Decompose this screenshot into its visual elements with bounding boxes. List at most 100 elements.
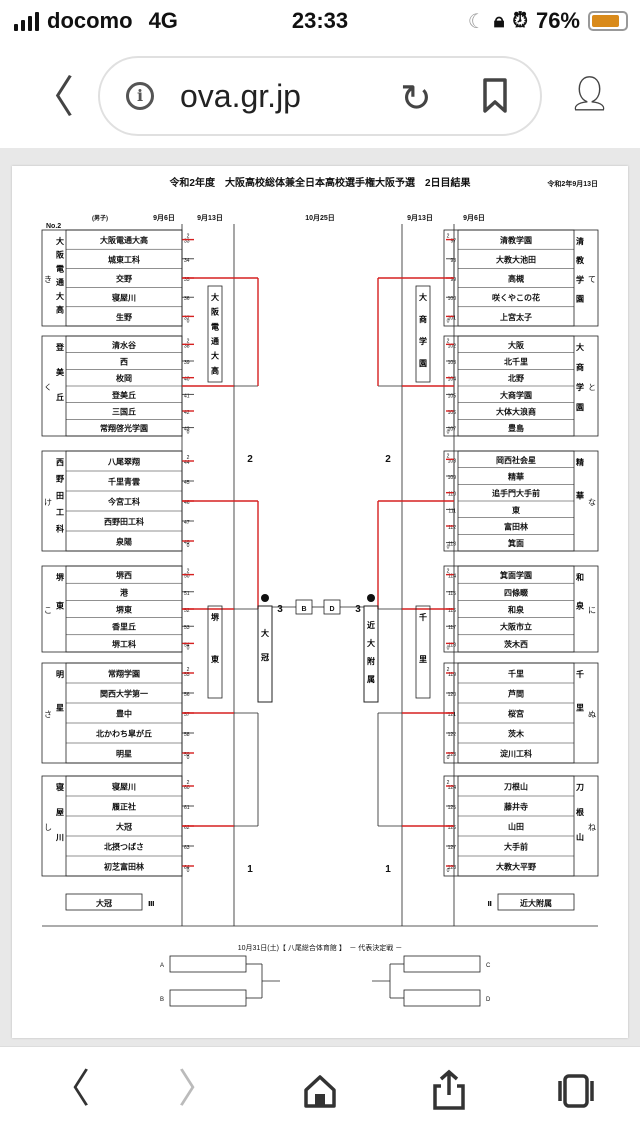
bookmark-icon[interactable] — [482, 78, 508, 114]
block-letter: き — [44, 275, 52, 284]
bottom-toolbar: 〈 〉 — [0, 1046, 640, 1137]
team-box — [457, 775, 575, 877]
block-name: 登美丘 — [55, 342, 65, 402]
svg-text:山: 山 — [576, 832, 584, 842]
home-icon[interactable] — [302, 1073, 338, 1109]
svg-text:属: 属 — [367, 675, 375, 684]
team-number: 47 — [184, 520, 190, 526]
team-name: 常翔学園 — [108, 669, 140, 679]
network-type: 4G — [148, 8, 178, 33]
block-letter: な — [588, 498, 596, 507]
svg-text:屋: 屋 — [56, 807, 64, 817]
info-icon[interactable]: i — [126, 82, 154, 110]
svg-text:阪: 阪 — [56, 250, 65, 260]
back-nav-icon[interactable]: 〈 — [50, 1067, 90, 1111]
tournament-bracket: 令和2年度 大阪高校総体兼全日本高校選手権大阪予選 2日目結果令和2年9月13日… — [41, 176, 599, 1007]
final-team: 近大附属 — [367, 620, 375, 684]
team-name: 千里 — [508, 669, 524, 679]
team-name: 北摂つばさ — [104, 842, 144, 852]
final-slot — [403, 955, 481, 973]
team-number: 117 — [448, 625, 456, 631]
team-number: 46 — [184, 500, 190, 506]
team-name: 北かわち皐が丘 — [96, 729, 152, 739]
svg-text:通: 通 — [211, 336, 219, 346]
winner-name: 千里 — [419, 612, 427, 664]
block-letter: に — [588, 606, 596, 615]
date-label: 9月6日 — [463, 214, 485, 222]
team-name: 箕面学園 — [500, 570, 532, 580]
score: 2 — [447, 569, 450, 575]
team-number: 35 — [184, 277, 190, 283]
reload-icon[interactable]: ↻ — [400, 78, 432, 120]
team-number: 62 — [184, 825, 190, 831]
score: 2 — [447, 780, 450, 786]
svg-text:東: 東 — [211, 654, 219, 664]
team-number: 122 — [448, 732, 457, 738]
block-letter: と — [588, 383, 596, 392]
date-label: 9月13日 — [197, 214, 223, 222]
team-name: 寝屋川 — [111, 293, 136, 303]
svg-text:里: 里 — [419, 655, 427, 664]
final-slot — [403, 989, 481, 1007]
round-mark: 1 — [385, 864, 391, 875]
svg-text:大: 大 — [367, 638, 375, 648]
block-name: 堺東 — [56, 572, 65, 611]
slot-label: B — [160, 997, 164, 1003]
share-icon[interactable] — [432, 1069, 466, 1111]
team-name: 大教大平野 — [496, 862, 536, 872]
pdf-viewer[interactable]: 令和2年度 大阪高校総体兼全日本高校選手権大阪予選 2日目結果令和2年9月13日… — [0, 148, 640, 1046]
bottom-team: 大冠 — [96, 898, 112, 908]
svg-text:泉: 泉 — [575, 601, 585, 611]
team-name: 三国丘 — [112, 407, 136, 417]
svg-text:大: 大 — [419, 292, 427, 302]
clock: 23:33 — [291, 8, 349, 33]
team-number: 119 — [448, 672, 456, 678]
svg-text:西: 西 — [56, 458, 64, 467]
team-box — [457, 662, 575, 764]
score: 2 — [187, 667, 190, 673]
block-name: 精華 — [576, 457, 584, 500]
team-name: 香里丘 — [111, 622, 136, 632]
pdf-page: 令和2年度 大阪高校総体兼全日本高校選手権大阪予選 2日目結果令和2年9月13日… — [12, 166, 628, 1038]
slot-label: A — [160, 963, 164, 969]
score: 0 — [187, 318, 190, 324]
forward-nav-icon[interactable]: 〉 — [178, 1067, 218, 1111]
score: 0 — [187, 755, 190, 761]
team-number: 34 — [184, 258, 190, 264]
team-name: 和泉 — [508, 605, 525, 615]
team-name: 箕面 — [508, 538, 524, 548]
team-box — [457, 229, 575, 327]
score: 2 — [187, 455, 190, 461]
team-number: 102 — [448, 343, 457, 349]
svg-text:大: 大 — [261, 628, 269, 638]
team-name: 東 — [512, 505, 520, 515]
listen-icon[interactable]: 👤︎ — [568, 75, 612, 113]
svg-text:堺: 堺 — [56, 572, 65, 582]
status-bar: docomo 4G 23:33 ☾ 🔒︎ ⏰︎ 76% — [0, 0, 640, 44]
seed-dot — [261, 594, 269, 602]
svg-text:商: 商 — [576, 362, 584, 372]
date-label: 9月6日 — [153, 214, 175, 222]
team-name: 刀根山 — [504, 782, 528, 792]
score: 0 — [187, 543, 190, 549]
svg-text:附: 附 — [367, 656, 375, 666]
team-name: 堺西 — [116, 570, 132, 580]
final-box — [363, 605, 379, 703]
team-number: 126 — [448, 825, 457, 831]
team-number: 99 — [450, 277, 456, 283]
svg-text:大: 大 — [576, 342, 584, 352]
address-bar[interactable]: i ova.gr.jp ↻ — [98, 56, 542, 136]
block-name: 和泉 — [575, 572, 585, 611]
winner-name: 大商学園 — [419, 292, 427, 368]
score: 0 — [187, 868, 190, 874]
team-name: 富田林 — [504, 522, 528, 532]
final-caption: 10月31日(土)【 八尾総合体育館 】 － 代表決定戦 － — [238, 943, 403, 952]
browser-toolbar: 〈 i ova.gr.jp ↻ 👤︎ — [0, 44, 640, 148]
tabs-icon[interactable] — [556, 1073, 596, 1109]
url-text[interactable]: ova.gr.jp — [180, 78, 301, 114]
score: 2 — [447, 667, 450, 673]
team-number: 58 — [184, 732, 190, 738]
back-icon[interactable]: 〈 — [30, 73, 74, 122]
svg-text:精: 精 — [576, 457, 584, 467]
team-name: 四條畷 — [504, 587, 528, 597]
